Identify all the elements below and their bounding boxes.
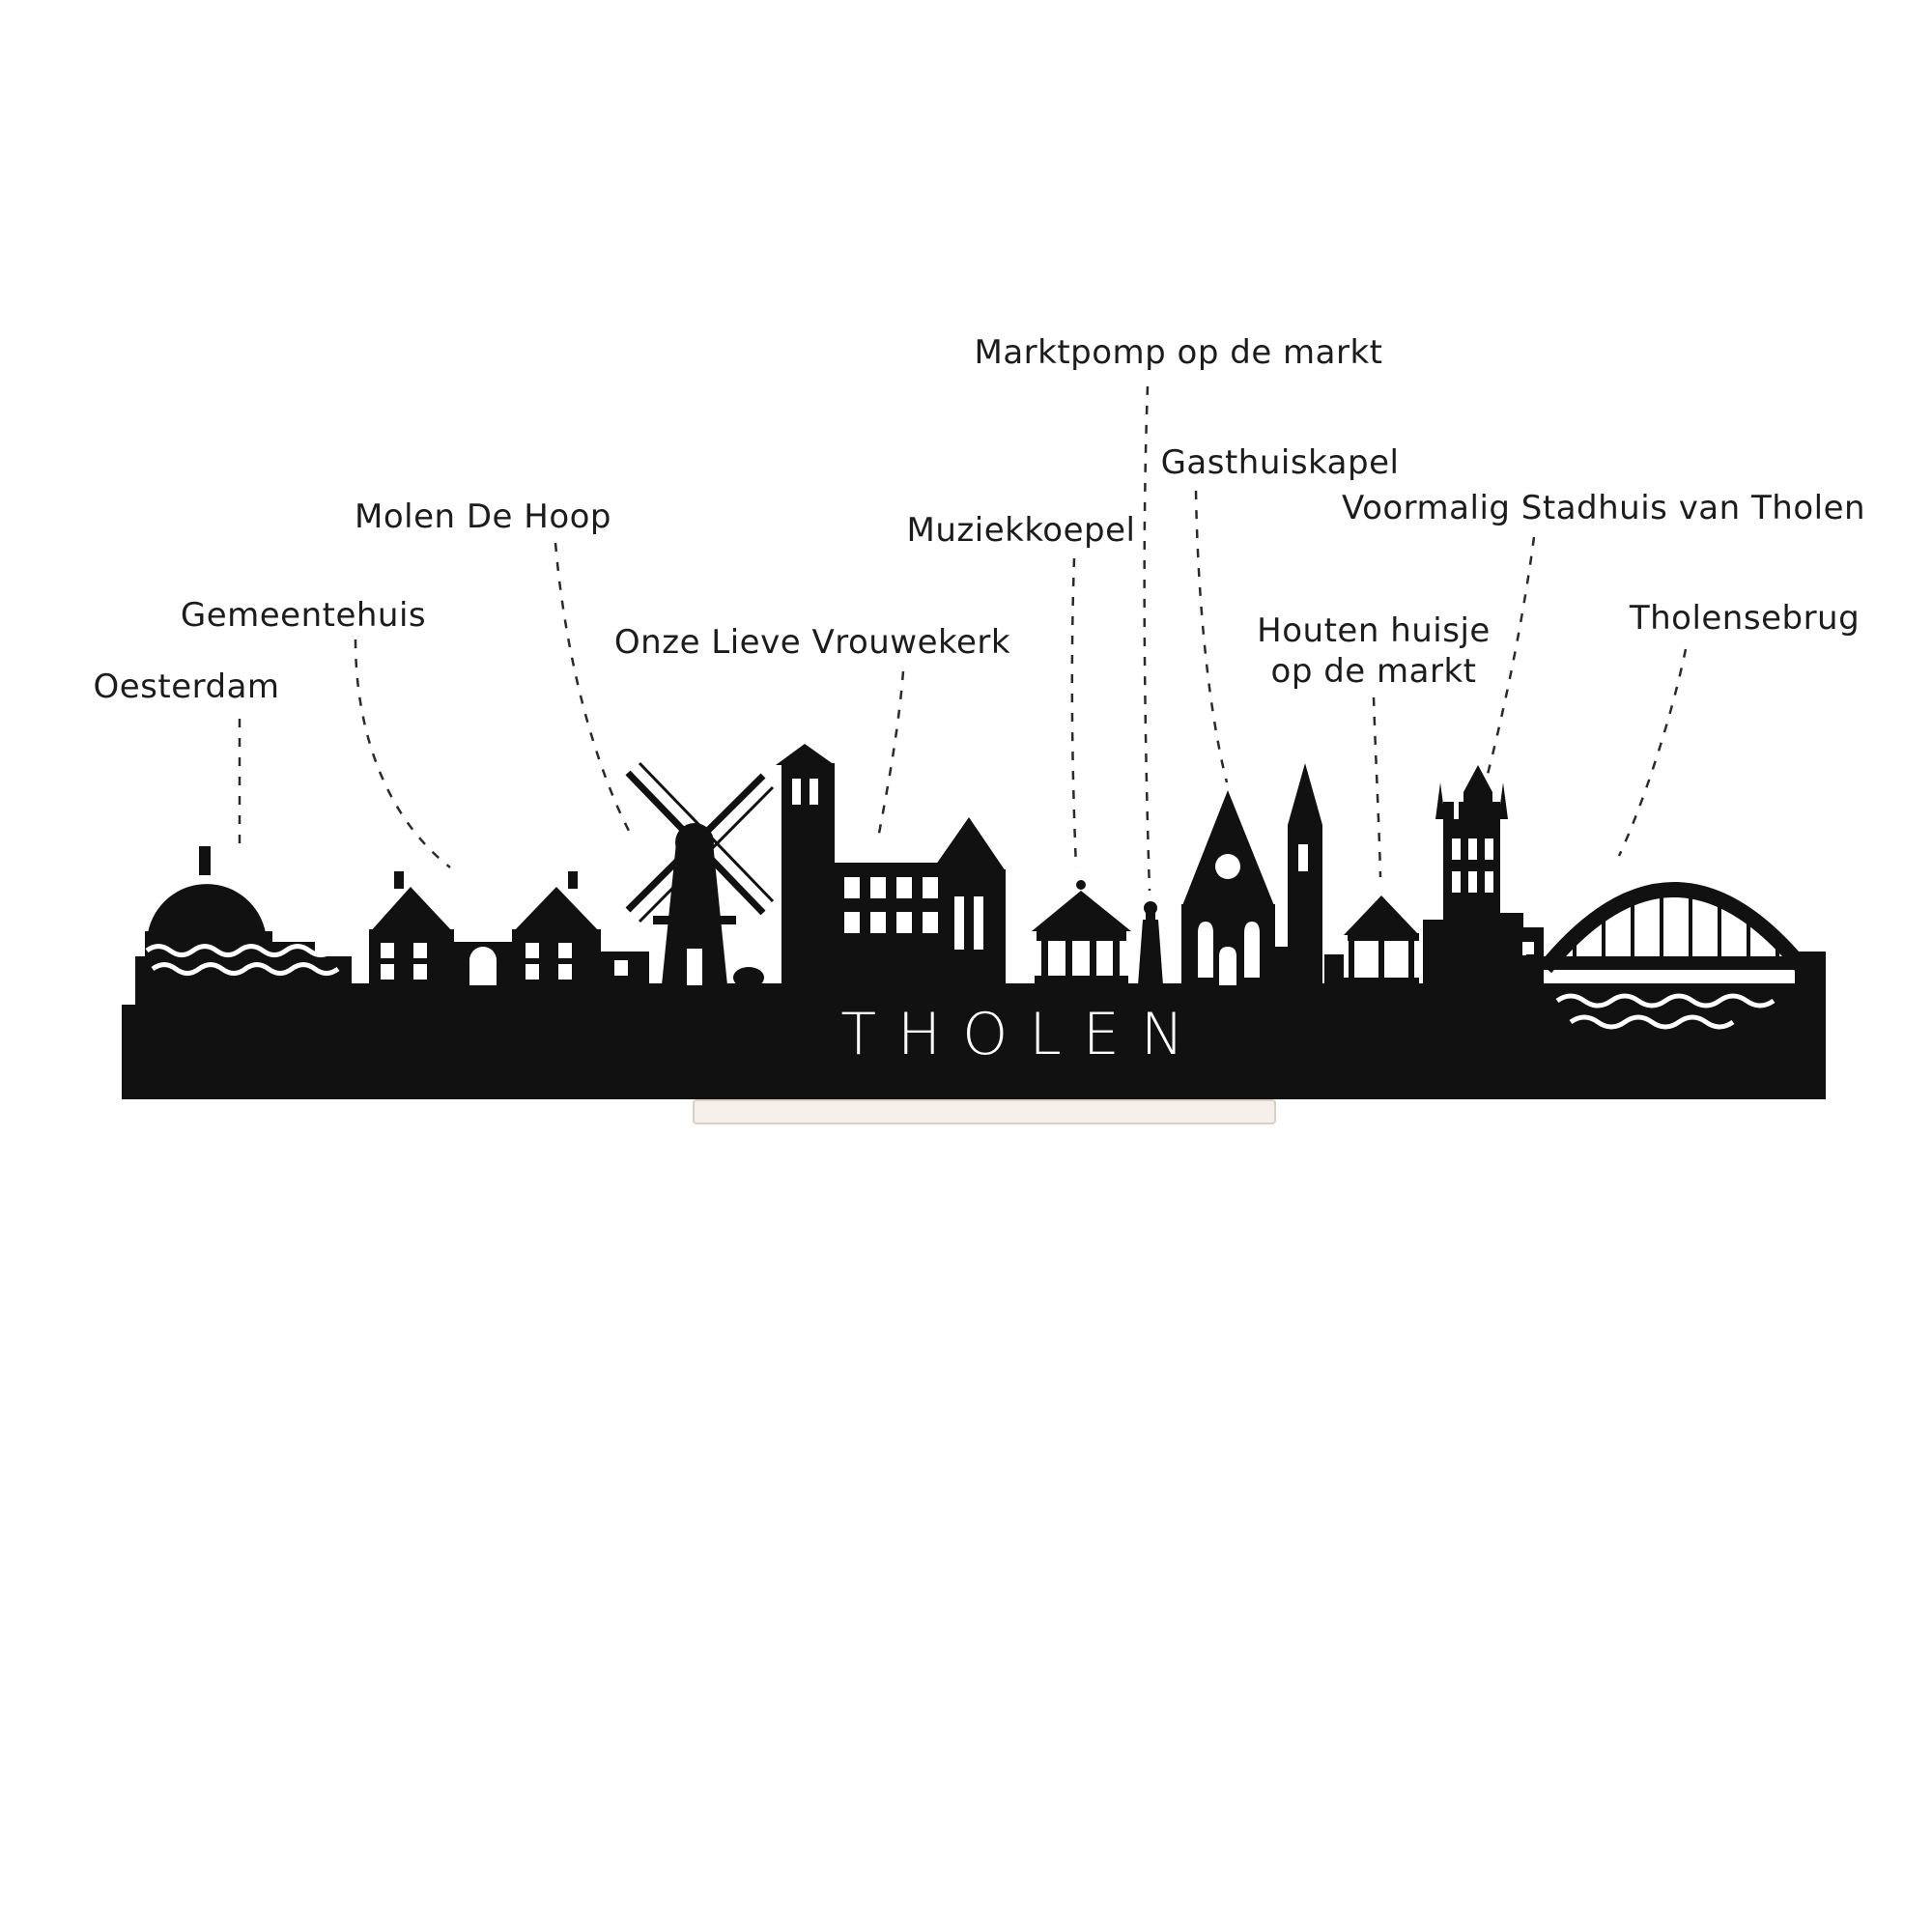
leader-marktpomp (1143, 385, 1151, 892)
building-tholensebrug (1526, 882, 1826, 1030)
label-gasthuiskapel: Gasthuiskapel (1160, 443, 1400, 482)
skyline-base (135, 983, 1826, 1099)
label-onze-lieve-vrouwekerk: Onze Lieve Vrouwekerk (613, 623, 1011, 662)
leader-onze-lieve-vrouwekerk (876, 670, 905, 839)
building-oesterdam (135, 846, 352, 985)
leader-lines (238, 385, 1688, 892)
building-houten-huisje (1324, 895, 1419, 985)
leader-tholensebrug (1617, 648, 1688, 857)
label-gemeentehuis: Gemeentehuis (180, 596, 427, 635)
skyline-city-title: THOLEN (840, 1001, 1206, 1068)
label-tholensebrug: Tholensebrug (1629, 599, 1861, 638)
building-muziekkoepel (1032, 880, 1131, 985)
building-voormalig-stadhuis (1423, 765, 1544, 985)
label-voormalig-stadhuis: Voormalig Stadhuis van Tholen (1341, 489, 1866, 527)
label-muziekkoepel: Muziekkoepel (906, 511, 1136, 550)
label-molen-de-hoop: Molen De Hoop (354, 497, 612, 536)
leader-gasthuiskapel (1194, 490, 1229, 783)
leader-molen-de-hoop (554, 542, 631, 832)
skyline-silhouette (122, 744, 1826, 1099)
label-houten-huisje-line2: op de markt (1270, 652, 1477, 692)
display-stand (693, 1099, 1276, 1124)
building-marktpomp (1138, 901, 1163, 985)
leader-muziekkoepel (1070, 557, 1078, 868)
label-houten-huisje: Houten huisje op de markt (1257, 611, 1491, 692)
building-gasthuiskapel (1181, 763, 1322, 985)
building-molen-de-hoop (625, 761, 775, 988)
skyline-base-left-step (122, 1005, 137, 1099)
label-marktpomp: Marktpomp op de markt (974, 333, 1383, 372)
leader-houten-huisje (1372, 696, 1382, 878)
label-oesterdam: Oesterdam (93, 668, 280, 706)
label-houten-huisje-line1: Houten huisje (1257, 611, 1491, 650)
leader-gemeentehuis (354, 639, 451, 868)
building-onze-lieve-vrouwekerk (776, 744, 1006, 985)
building-gemeentehuis (369, 871, 649, 985)
